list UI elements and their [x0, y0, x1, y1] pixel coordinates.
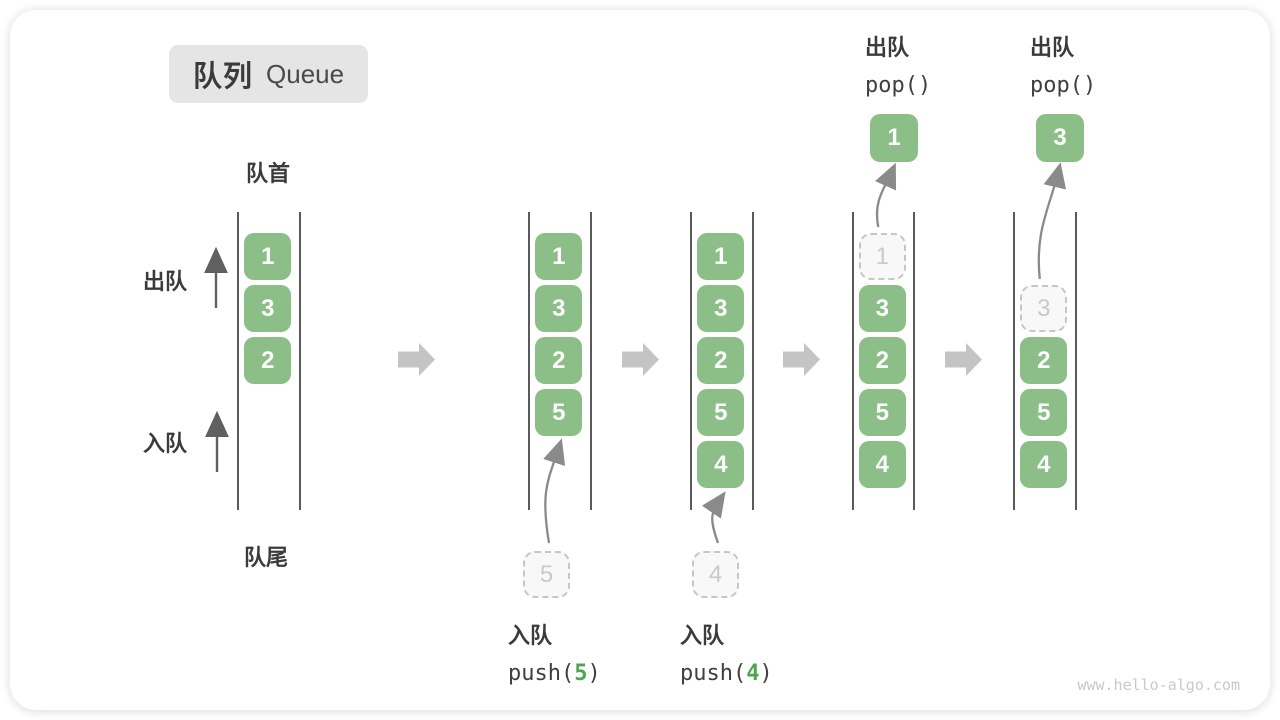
state-2-after-push-5-cell-5: 5	[535, 389, 583, 436]
title-zh: 队列	[193, 61, 254, 93]
watermark: www.hello-algo.com	[1077, 676, 1240, 694]
state-2-after-push-5-enqueue-op-code: push(5)	[508, 661, 601, 686]
state-2-after-push-5-cell-3: 3	[535, 285, 583, 332]
state-2-after-push-5-wall-right	[589, 212, 592, 510]
state-5-pop-3-dequeue-op-code-pre: pop()	[1030, 73, 1097, 98]
state-4-pop-1-popped-cell: 1	[870, 114, 918, 162]
state-5-pop-3-wall-right	[1074, 212, 1077, 510]
state-3-after-push-4-incoming-cell: 4	[692, 551, 739, 598]
state-2-after-push-5-enqueue-op-code-pre: push(	[508, 661, 575, 686]
state-4-pop-1-wall-right	[913, 212, 915, 510]
state-5-pop-3-cell-3: 3	[1020, 285, 1068, 332]
state-3-after-push-4-cell-3: 3	[697, 285, 745, 332]
state-5-pop-3-dequeue-op-label: 出队	[1030, 35, 1075, 60]
state-1-initial-wall-right	[298, 212, 301, 510]
state-4-pop-1-cell-2: 2	[858, 337, 906, 384]
state-5-pop-3-wall-left	[1013, 212, 1015, 510]
state-3-after-push-4-enqueue-op-code-post: )	[759, 661, 773, 686]
state-3-after-push-4-enqueue-op-code: push(4)	[680, 661, 773, 686]
state-4-pop-1-dequeue-op-code-pre: pop()	[865, 73, 932, 98]
state-5-pop-3-dequeue-op: 出队 pop()	[1030, 30, 1096, 98]
state-1-initial-cell-2: 2	[244, 337, 292, 384]
state-1-initial-wall-left	[237, 212, 239, 510]
state-4-pop-1-wall-left	[851, 212, 854, 510]
state-5-pop-3-cell-4: 4	[1020, 441, 1068, 488]
state-4-pop-1-cell-4: 4	[858, 441, 906, 488]
state-1-initial-cell-3: 3	[244, 285, 292, 332]
label-dequeue-side: 出队	[143, 269, 188, 294]
state-3-after-push-4-enqueue-op-code-arg: 4	[746, 661, 760, 686]
state-2-after-push-5-enqueue-op-code-arg: 5	[574, 661, 588, 686]
title-en: Queue	[266, 58, 345, 89]
label-queue-front: 队首	[245, 161, 290, 186]
state-5-pop-3-popped-cell: 3	[1036, 114, 1084, 162]
state-3-after-push-4-enqueue-op-label: 入队	[680, 623, 725, 648]
state-4-pop-1-dequeue-op: 出队 pop()	[865, 30, 931, 98]
state-2-after-push-5-incoming-cell: 5	[523, 551, 570, 598]
label-queue-rear: 队尾	[243, 545, 288, 570]
state-5-pop-3-dequeue-op-code: pop()	[1030, 73, 1096, 98]
state-2-after-push-5-cell-2: 2	[535, 337, 583, 384]
state-5-pop-3-cell-5: 5	[1020, 389, 1068, 436]
label-enqueue-side: 入队	[143, 431, 188, 456]
state-3-after-push-4-cell-1: 1	[697, 233, 745, 280]
state-2-after-push-5-cell-1: 1	[535, 233, 583, 280]
state-4-pop-1-dequeue-op-code: pop()	[865, 73, 931, 98]
state-3-after-push-4-cell-5: 5	[697, 389, 745, 436]
state-1-initial-cell-1: 1	[244, 233, 292, 280]
state-3-after-push-4-cell-2: 2	[697, 337, 745, 384]
state-3-after-push-4-enqueue-op-code-pre: push(	[680, 661, 747, 686]
state-4-pop-1-cell-3: 3	[858, 285, 906, 332]
state-4-pop-1-cell-1: 1	[858, 233, 906, 280]
state-4-pop-1-dequeue-op-label: 出队	[865, 35, 910, 60]
state-2-after-push-5-wall-left	[528, 212, 530, 510]
title-box: 队列 Queue	[169, 45, 369, 103]
state-5-pop-3-cell-2: 2	[1020, 337, 1068, 384]
state-2-after-push-5-enqueue-op: 入队 push(5)	[508, 618, 601, 686]
state-2-after-push-5-enqueue-op-label: 入队	[508, 623, 553, 648]
state-2-after-push-5-enqueue-op-code-post: )	[587, 661, 601, 686]
state-3-after-push-4-wall-right	[751, 212, 754, 510]
state-3-after-push-4-wall-left	[690, 212, 692, 510]
card-background	[10, 10, 1270, 710]
state-3-after-push-4-enqueue-op: 入队 push(4)	[680, 618, 773, 686]
state-3-after-push-4-cell-4: 4	[697, 441, 745, 488]
state-4-pop-1-cell-5: 5	[858, 389, 906, 436]
